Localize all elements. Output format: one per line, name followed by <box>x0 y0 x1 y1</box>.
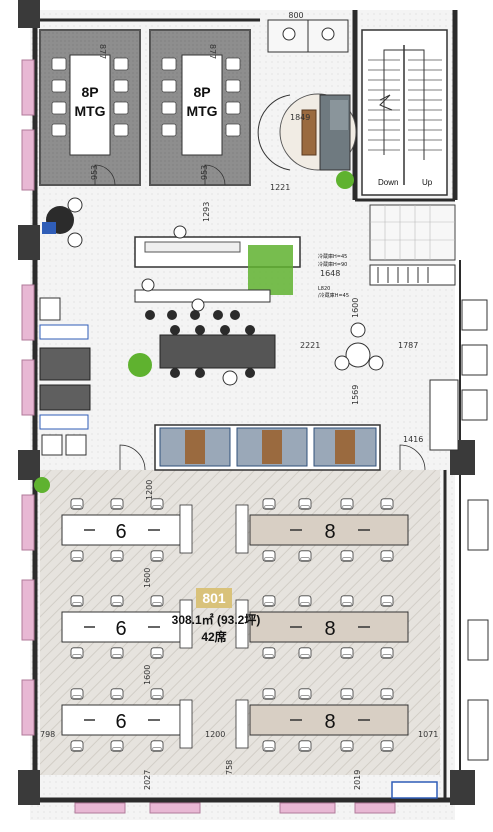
elevator-hall <box>369 204 456 286</box>
lounge-corner: 1849 1221 <box>257 93 357 192</box>
note-fridge-90: 冷蔵庫H=90 <box>318 261 347 268</box>
dim-2221: 2221 <box>300 341 320 350</box>
lounge-sofas-left <box>34 297 91 493</box>
dim-877a: 877 <box>98 44 107 59</box>
right-utility-strip <box>429 299 489 761</box>
desk-5-seat-count: 6 <box>115 711 126 733</box>
dim-2019: 2019 <box>353 770 362 790</box>
planter-icon <box>248 245 293 295</box>
dim-1221: 1221 <box>270 183 290 192</box>
dim-1200b: 1200 <box>205 730 225 739</box>
work-area-dimensions: 1200 1600 1600 1200 798 758 2027 2019 10… <box>40 44 438 790</box>
note-fridge-45a: /冷蔵庫H=45 <box>318 292 349 299</box>
dim-758: 758 <box>225 760 234 775</box>
dim-1569: 1569 <box>351 385 360 405</box>
floor-equipment <box>391 781 438 799</box>
dim-953b: 953 <box>200 165 209 180</box>
mtg-room-1-label-line1: 8P <box>81 84 98 100</box>
storage-columns <box>179 504 249 749</box>
dining-table <box>128 325 276 386</box>
mtg-room-2: 8P MTG <box>149 29 251 186</box>
stairwell: Down Up <box>361 29 448 196</box>
mtg-room-1-label-line2: MTG <box>74 103 105 119</box>
phone-booths: 800 <box>267 11 349 53</box>
note-fridge-45b: 冷蔵庫H=45 <box>318 253 347 260</box>
stair-up-label: Up <box>422 178 433 187</box>
dim-1416: 1416 <box>403 435 423 444</box>
desk-cluster-1: 6 <box>61 514 181 546</box>
reception-counter: 1293 1648 L820 /冷蔵庫H=45 冷蔵庫H=45 冷蔵庫H=90 <box>134 202 349 320</box>
dim-877b: 877 <box>208 44 217 59</box>
dim-1600b: 1600 <box>143 568 152 588</box>
dim-1787: 1787 <box>398 341 418 350</box>
dim-1600c: 1600 <box>143 665 152 685</box>
dim-1200a: 1200 <box>145 480 154 500</box>
plant-icon <box>128 353 152 377</box>
dim-953a: 953 <box>90 165 99 180</box>
room-area: 308.1㎡ (93.2坪) <box>172 612 261 627</box>
doors <box>119 444 426 471</box>
room-seats: 42席 <box>201 629 226 644</box>
dim-2027: 2027 <box>143 770 152 790</box>
window-sills-left <box>21 59 35 736</box>
stair-down-label: Down <box>378 178 398 187</box>
dim-1648: 1648 <box>320 269 340 278</box>
round-table-right: 2221 1787 1600 1569 1416 <box>300 298 423 444</box>
mtg-room-1: 8P MTG <box>39 29 141 186</box>
desk-3-seat-count: 6 <box>115 618 126 640</box>
dim-1600a: 1600 <box>351 298 360 318</box>
dim-1293: 1293 <box>202 202 211 222</box>
desk-4-seat-count: 8 <box>324 618 335 640</box>
note-l820: L820 <box>318 286 330 292</box>
dim-1071: 1071 <box>418 730 438 739</box>
dim-798: 798 <box>40 730 55 739</box>
desk-2-seat-count: 8 <box>324 521 335 543</box>
desk-cluster-2: 8 <box>249 514 409 546</box>
break-line-icon <box>379 94 393 111</box>
mtg-room-2-label-line2: MTG <box>186 103 217 119</box>
structural-columns <box>18 0 475 805</box>
dim-1849: 1849 <box>290 113 310 122</box>
door-swing <box>94 164 116 186</box>
outer-walls <box>32 10 461 803</box>
mtg-room-2-label-line1: 8P <box>193 84 210 100</box>
booth-row <box>154 424 381 471</box>
desk-cluster-4: 8 <box>249 611 409 643</box>
desk-cluster-5: 6 <box>61 704 181 736</box>
round-table-lounge <box>42 197 83 248</box>
plant-icon <box>336 171 354 189</box>
window-sills-bottom <box>74 802 396 814</box>
door-swing <box>204 164 226 186</box>
desk-cluster-3: 6 <box>61 611 181 643</box>
desk-1-seat-count: 6 <box>115 521 126 543</box>
room-number: 801 <box>202 590 226 606</box>
desk-cluster-6: 8 <box>249 704 409 736</box>
room-tag <box>196 588 232 608</box>
desk-6-seat-count: 8 <box>324 711 335 733</box>
plant-icon <box>34 477 50 493</box>
room-info: 801 308.1㎡ (93.2坪) 42席 <box>172 588 261 644</box>
dim-800: 800 <box>288 11 303 20</box>
